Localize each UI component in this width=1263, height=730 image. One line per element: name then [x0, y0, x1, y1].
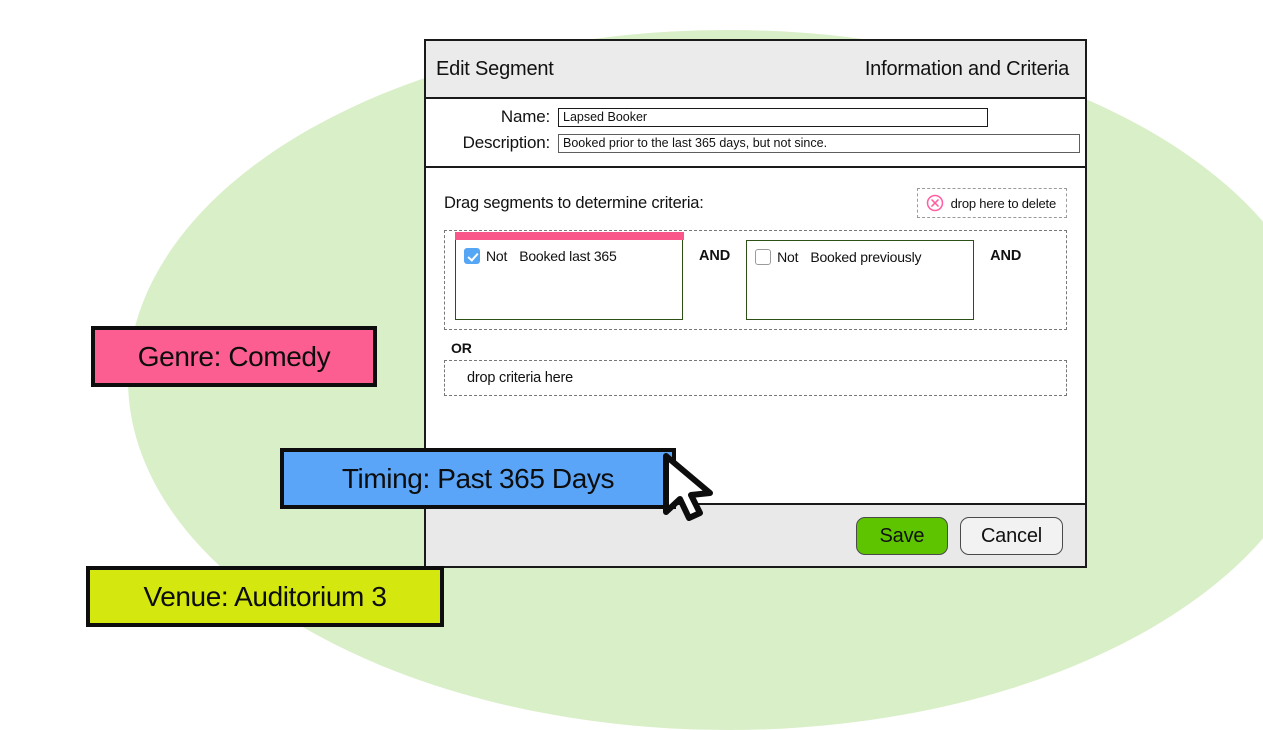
save-button[interactable]: Save [855, 516, 948, 555]
criterion-card[interactable]: Not Booked previously [746, 240, 975, 320]
information-section: Name: Description: [426, 99, 1085, 168]
cancel-button[interactable]: Cancel [959, 516, 1063, 555]
or-dropzone-label: drop criteria here [467, 370, 574, 386]
not-checkbox[interactable] [464, 248, 480, 264]
not-label: Not [486, 248, 508, 264]
criterion-card[interactable]: Not Booked last 365 [454, 232, 684, 320]
dialog-subtitle: Information and Criteria [864, 57, 1069, 80]
and-joiner: AND [990, 248, 1022, 264]
criteria-top-row: Drag segments to determine criteria: dro… [444, 186, 1067, 220]
and-criteria-group[interactable]: Not Booked last 365 AND Not Booked previ… [444, 230, 1067, 330]
criterion-row: Not Booked last 365 [464, 248, 674, 264]
criterion-segment-name: Booked last 365 [519, 248, 617, 264]
delete-dropzone[interactable]: drop here to delete [916, 188, 1067, 218]
segment-name-input[interactable] [558, 107, 988, 127]
dialog-title: Edit Segment [436, 57, 554, 80]
or-label: OR [451, 340, 472, 356]
or-dropzone[interactable]: drop criteria here [444, 360, 1067, 396]
segment-description-input[interactable] [558, 133, 1080, 153]
description-field-row: Description: [426, 133, 1085, 153]
and-joiner: AND [699, 248, 731, 264]
criterion-accent-bar [454, 232, 684, 240]
x-circle-icon [926, 194, 944, 212]
edit-segment-dialog: Edit Segment Information and Criteria Na… [424, 39, 1087, 568]
dialog-header: Edit Segment Information and Criteria [426, 41, 1085, 99]
criterion-row: Not Booked previously [755, 249, 965, 265]
criterion-segment-name: Booked previously [810, 249, 922, 265]
name-field-row: Name: [426, 107, 1085, 127]
delete-dropzone-label: drop here to delete [950, 195, 1057, 211]
description-label: Description: [462, 133, 551, 152]
not-label: Not [777, 249, 799, 265]
criteria-prompt: Drag segments to determine criteria: [444, 193, 704, 212]
criteria-section: Drag segments to determine criteria: dro… [426, 168, 1085, 503]
name-label: Name: [500, 107, 550, 126]
drag-chip-timing[interactable]: Timing: Past 365 Days [280, 448, 676, 509]
drag-chip-genre[interactable]: Genre: Comedy [91, 326, 377, 387]
drag-chip-venue[interactable]: Venue: Auditorium 3 [86, 566, 444, 627]
dialog-footer: Save Cancel [426, 503, 1085, 566]
not-checkbox[interactable] [755, 249, 772, 265]
